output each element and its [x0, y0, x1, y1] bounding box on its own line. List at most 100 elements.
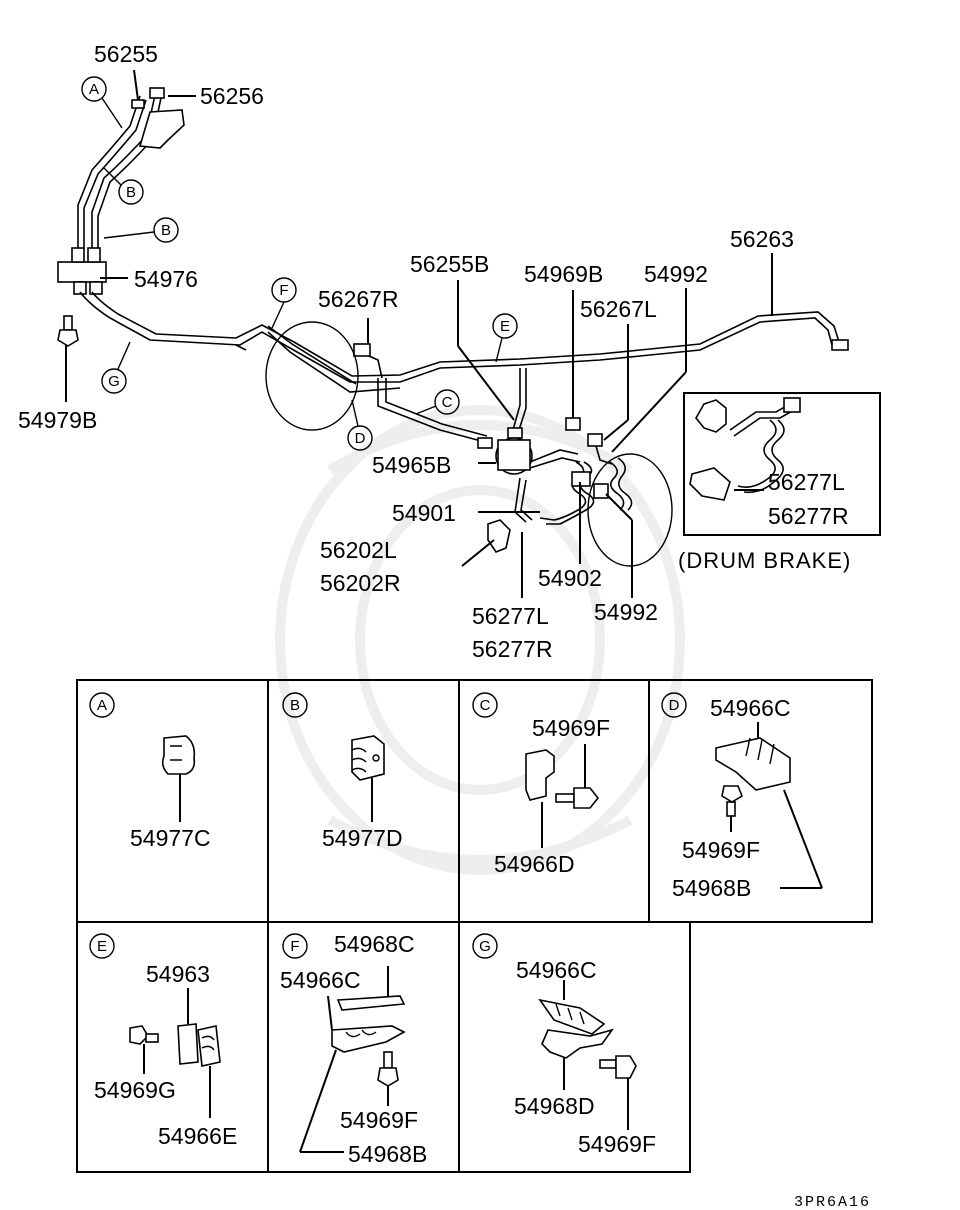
bolt-54969G: [129, 1025, 159, 1045]
bolt-54969F-D: [721, 785, 743, 817]
svg-text:E: E: [97, 938, 107, 955]
svg-text:B: B: [290, 697, 300, 714]
clamp-54963: [177, 1023, 199, 1065]
svg-text:E: E: [500, 318, 510, 335]
label-56277L-drum: 56277L: [768, 469, 845, 495]
label-56202L: 56202L: [320, 537, 397, 563]
label-54977D: 54977D: [322, 825, 403, 851]
label-54992-top: 54992: [644, 261, 708, 287]
leader-lines-upper: [65, 69, 773, 598]
detail-C: C 54969F 54966D: [472, 692, 610, 877]
label-54969F-D: 54969F: [682, 837, 760, 863]
callout-C: C: [415, 389, 460, 415]
reference-code: 3PR6A16: [794, 1194, 871, 1210]
detail-D: D 54966C 54969F 54968B: [661, 692, 823, 901]
label-56202R: 56202R: [320, 570, 401, 596]
label-56277R-main: 56277R: [472, 636, 553, 662]
label-54966C-D: 54966C: [710, 695, 791, 721]
valve-54965B: [477, 437, 533, 475]
callout-B-lower: B: [103, 217, 179, 243]
label-54977C: 54977C: [130, 825, 211, 851]
label-56277R-drum: 56277R: [768, 503, 849, 529]
detail-grid: [76, 679, 873, 1173]
label-54968C: 54968C: [334, 931, 415, 957]
bolt-54969F-G: [599, 1055, 637, 1079]
label-54968D: 54968D: [514, 1093, 595, 1119]
plate-54968C: [336, 995, 406, 1011]
plate-54968D: [541, 1028, 614, 1059]
label-56255: 56255: [94, 41, 158, 67]
label-54969F-G: 54969F: [578, 1131, 656, 1157]
clamp-54966D: [525, 749, 555, 801]
master-cylinder: [138, 109, 185, 149]
label-54969F-C: 54969F: [532, 715, 610, 741]
label-54968B-F: 54968B: [348, 1141, 427, 1167]
detail-F: F 54968C 54966C 54969F 54968B: [280, 931, 427, 1167]
label-54966E: 54966E: [158, 1123, 237, 1149]
callout-G: G: [101, 341, 131, 394]
svg-text:D: D: [669, 697, 680, 714]
svg-text:F: F: [290, 938, 299, 955]
svg-text:B: B: [126, 184, 136, 201]
callout-A: A: [81, 76, 123, 129]
svg-text:G: G: [479, 938, 491, 955]
callout-B-upper: B: [103, 167, 144, 205]
clamp-54966C-F: [331, 1025, 406, 1053]
detail-A: A 54977C: [89, 692, 211, 851]
label-56256: 56256: [200, 83, 264, 109]
clamp-54966C-D: [715, 737, 791, 791]
bolt-54979B: [57, 315, 79, 347]
callout-F: F: [271, 277, 297, 329]
clip-54977C: [161, 735, 196, 775]
brake-lines-assembly: [57, 87, 849, 567]
bolt-54969B: [565, 417, 581, 431]
label-54901: 54901: [392, 500, 456, 526]
label-54902: 54902: [538, 565, 602, 591]
clamp-54966C-G: [538, 998, 606, 1035]
detail-G: G 54966C 54968D 54969F: [472, 933, 656, 1157]
label-54976: 54976: [134, 266, 198, 292]
fitting-56256: [149, 87, 165, 99]
label-54969G: 54969G: [94, 1077, 176, 1103]
label-54966C-G: 54966C: [516, 957, 597, 983]
label-54966C-F: 54966C: [280, 967, 361, 993]
svg-text:C: C: [442, 394, 453, 411]
labels-upper: 56255 56256 54976 54979B 56267R 56255B 5…: [18, 41, 794, 662]
fitting-56267L: [587, 433, 603, 447]
callout-D: D: [347, 399, 373, 451]
svg-text:G: G: [108, 373, 120, 390]
bolt-54969F-F: [377, 1051, 399, 1087]
detail-E: E 54963 54969G 54966E: [89, 933, 237, 1149]
label-56255B: 56255B: [410, 251, 489, 277]
brake-hose-right: [609, 457, 633, 511]
label-56267L: 56267L: [580, 296, 657, 322]
label-56277L-main: 56277L: [472, 603, 549, 629]
svg-text:D: D: [355, 430, 366, 447]
svg-text:B: B: [161, 222, 171, 239]
label-54965B: 54965B: [372, 452, 451, 478]
label-54969F-F: 54969F: [340, 1107, 418, 1133]
drum-brake-caption: (DRUM BRAKE): [678, 548, 851, 573]
svg-text:A: A: [89, 81, 99, 98]
label-56267R: 56267R: [318, 286, 399, 312]
watermark: [275, 405, 685, 875]
callout-E: E: [492, 313, 518, 363]
drum-brake-inset: 56277L 56277R (DRUM BRAKE): [678, 392, 881, 573]
label-56263: 56263: [730, 226, 794, 252]
svg-text:A: A: [97, 697, 107, 714]
fitting-56267R: [353, 343, 371, 357]
rotor-front-left: [265, 321, 359, 431]
label-54963: 54963: [146, 961, 210, 987]
label-54969B: 54969B: [524, 261, 603, 287]
detail-B: B 54977D: [282, 692, 403, 851]
label-54979B: 54979B: [18, 407, 97, 433]
label-54968B-D: 54968B: [672, 875, 751, 901]
svg-text:F: F: [279, 282, 288, 299]
svg-text:C: C: [480, 697, 491, 714]
label-54992-bottom: 54992: [594, 599, 658, 625]
joint-54976: [57, 261, 107, 283]
rotor-rear-right: [587, 453, 673, 567]
clip-56202: [487, 519, 511, 553]
